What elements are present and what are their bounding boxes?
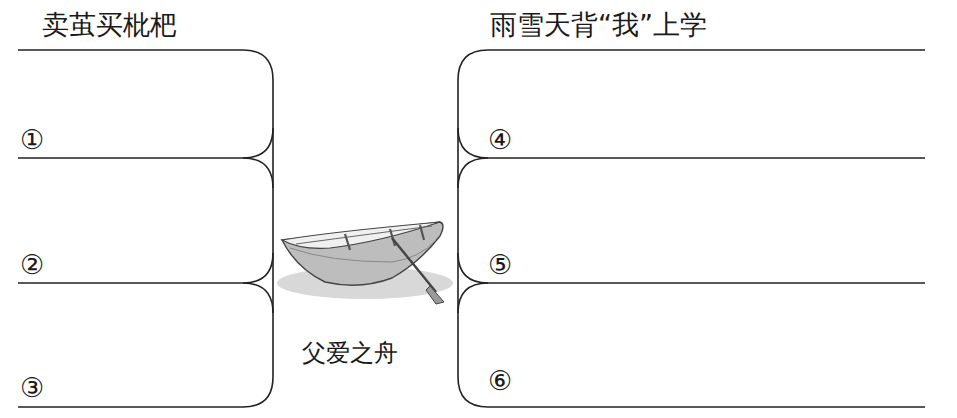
boat-illustration (277, 222, 453, 304)
callout-number: ⑥ (488, 366, 512, 396)
section-heading: 雨雪天背“我”上学 (490, 10, 707, 40)
callout-number: ④ (488, 125, 512, 155)
callout-number: ⑤ (488, 250, 512, 280)
illustration-caption: 父爱之舟 (302, 340, 398, 366)
section-heading: 卖茧买枇杷 (42, 10, 177, 40)
callout-number: ② (20, 250, 44, 280)
callout-number: ① (20, 125, 44, 155)
callout-number: ③ (20, 373, 44, 403)
